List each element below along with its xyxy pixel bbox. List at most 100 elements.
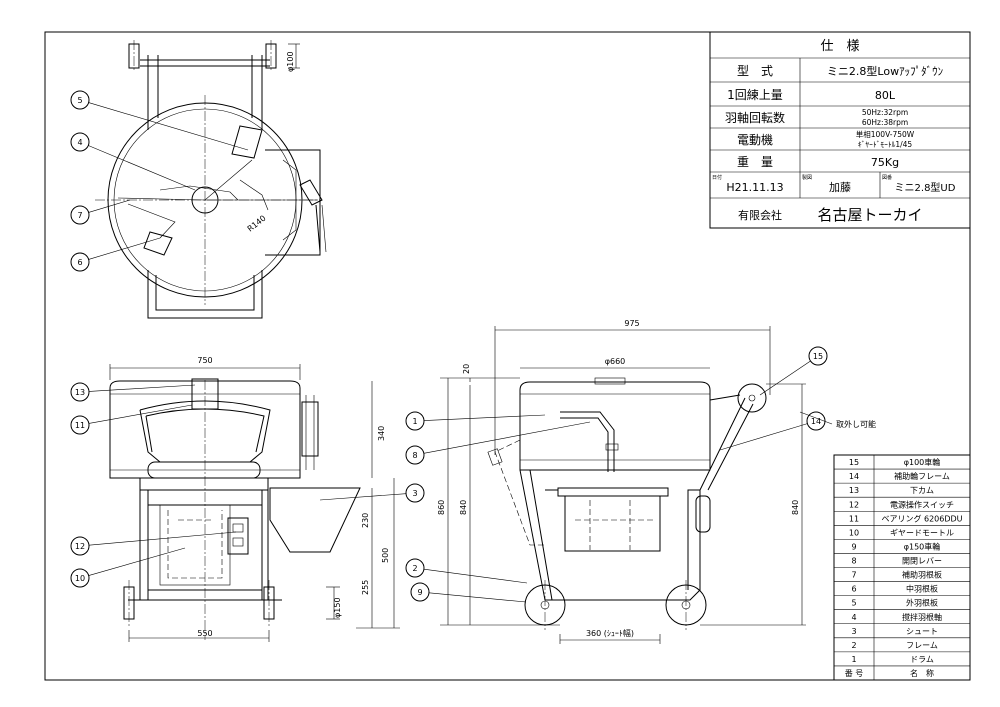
balloon-callout-4 [70,132,90,152]
spec-heading: 仕 様 [820,39,859,54]
parts-list-number: 1 [851,655,856,664]
balloon-callout-7 [70,205,90,225]
balloon-callout-10 [70,568,90,588]
parts-list-header-name: 名 称 [910,668,934,678]
parts-list-number: 10 [849,528,859,537]
removable-note: 取外し可能 [836,419,876,429]
parts-list-number: 2 [851,641,856,650]
dim-front-230: 230 [361,513,370,528]
sheet-border [44,31,971,681]
balloon-number: 1 [412,417,417,426]
parts-list-number: 6 [851,585,856,594]
balloon-callout-14 [806,411,826,431]
dim-top-radius: R140 [246,214,268,234]
dim-side-drum: φ660 [605,357,626,366]
parts-list-name: ドラム [910,655,934,664]
balloon-number: 6 [77,258,82,267]
parts-list-name: φ150車輪 [904,541,941,551]
company-name: 名古屋トーカイ [817,206,922,224]
parts-list-number: 8 [851,557,856,566]
parts-list-name: φ100車輪 [904,457,941,467]
parts-list-number: 5 [851,599,856,608]
dim-side-chute-width: 360 (ｼｭｰﾄ幅) [586,628,634,638]
spec-label-weight: 重 量 [737,155,773,169]
parts-list-header-number: 番 号 [845,668,864,678]
balloon-number: 4 [77,138,82,147]
balloon-callout-12 [70,536,90,556]
balloon-callout-1 [405,411,425,431]
dim-side-20: 20 [462,364,471,374]
parts-list-name: 開閉レバー [902,557,942,566]
parts-list-name: シュート [906,627,938,636]
balloon-callout-6 [70,252,90,272]
wheel-100-side [737,383,767,413]
dim-side-860: 860 [437,500,446,515]
spec-value-motor-gear: ｷﾞﾔｰﾄﾞﾓｰﾄﾙ1/45 [858,140,913,149]
parts-list-number: 9 [851,542,856,551]
balloon-number: 15 [813,352,823,361]
spec-value-rpm-60hz: 60Hz:38rpm [862,118,908,127]
parts-list-number: 11 [849,514,859,523]
spec-label-rpm: 羽軸回転数 [725,110,785,125]
side-view: 975 φ660 20 860 840 840 360 (ｼｭｰﾄ幅) 取外し可… [437,319,876,644]
spec-label-model: 型 式 [737,64,773,78]
balloon-number: 5 [77,96,82,105]
title-block: 仕 様 型 式 ミニ2.8型Lowｱｯﾌﾟﾀﾞｳﾝ 1回練上量 80L 羽軸回転… [709,31,971,229]
top-view: R140 φ100 [95,40,327,319]
dim-front-wheel: φ150 [333,597,342,618]
balloon-callout-11 [70,415,90,435]
spec-value-motor-power: 単相100V-750W [856,129,915,139]
dim-front-255: 255 [361,580,370,595]
dim-top-wheel: φ100 [286,51,295,72]
drawing-caption: 図番 [882,174,892,181]
parts-list-name: 補助羽根板 [902,570,942,580]
balloon-number: 2 [412,564,417,573]
parts-list-name: 補助輪フレーム [894,471,950,481]
parts-list-name: フレーム [906,641,938,650]
spec-value-rpm-50hz: 50Hz:32rpm [862,108,908,117]
balloon-number: 13 [75,388,85,397]
dim-front-340: 340 [377,426,386,441]
balloon-callout-3 [405,483,425,503]
drawing-number: ミニ2.8型UD [895,181,956,194]
spec-value-weight: 75Kg [871,156,899,169]
dim-front-width: 750 [197,356,212,365]
parts-list-number: 14 [849,472,859,481]
date-value: H21.11.13 [726,181,783,194]
parts-list-name: ギヤードモートル [890,528,954,537]
parts-list-number: 4 [851,613,856,622]
dim-side-975: 975 [624,319,639,328]
parts-list-number: 15 [849,458,859,467]
balloon-callout-2 [405,558,425,578]
balloon-number: 7 [77,211,82,220]
balloon-number: 9 [417,588,422,597]
spec-value-model: ミニ2.8型Lowｱｯﾌﾟﾀﾞｳﾝ [827,64,943,78]
balloon-number: 14 [811,417,821,426]
parts-list-name: 外羽根板 [906,598,938,608]
parts-list-name: 撹拌羽根軸 [902,612,942,622]
parts-list-number: 3 [851,627,856,636]
company-prefix: 有限会社 [738,208,782,222]
balloon-number: 3 [412,489,417,498]
dim-front-500: 500 [381,548,390,563]
spec-label-capacity: 1回練上量 [727,88,783,102]
maker-value: 加藤 [829,181,851,194]
parts-list-number: 7 [851,571,856,580]
balloon-callout-15 [808,346,828,366]
parts-list-number: 12 [849,500,859,509]
parts-list-name: 電源操作スイッチ [890,499,954,509]
parts-list-name: ベアリング 6206DDU [881,513,962,523]
balloon-number: 10 [75,574,85,583]
balloon-number: 8 [412,451,417,460]
dim-side-840-right: 840 [791,500,800,515]
parts-list-name: 中羽根板 [906,584,938,594]
balloon-callout-9 [410,582,430,602]
maker-caption: 製図 [802,174,812,181]
parts-list-number: 13 [849,486,859,495]
spec-label-motor: 電動機 [737,132,773,147]
balloon-number: 11 [75,421,85,430]
balloon-callout-13 [70,382,90,402]
